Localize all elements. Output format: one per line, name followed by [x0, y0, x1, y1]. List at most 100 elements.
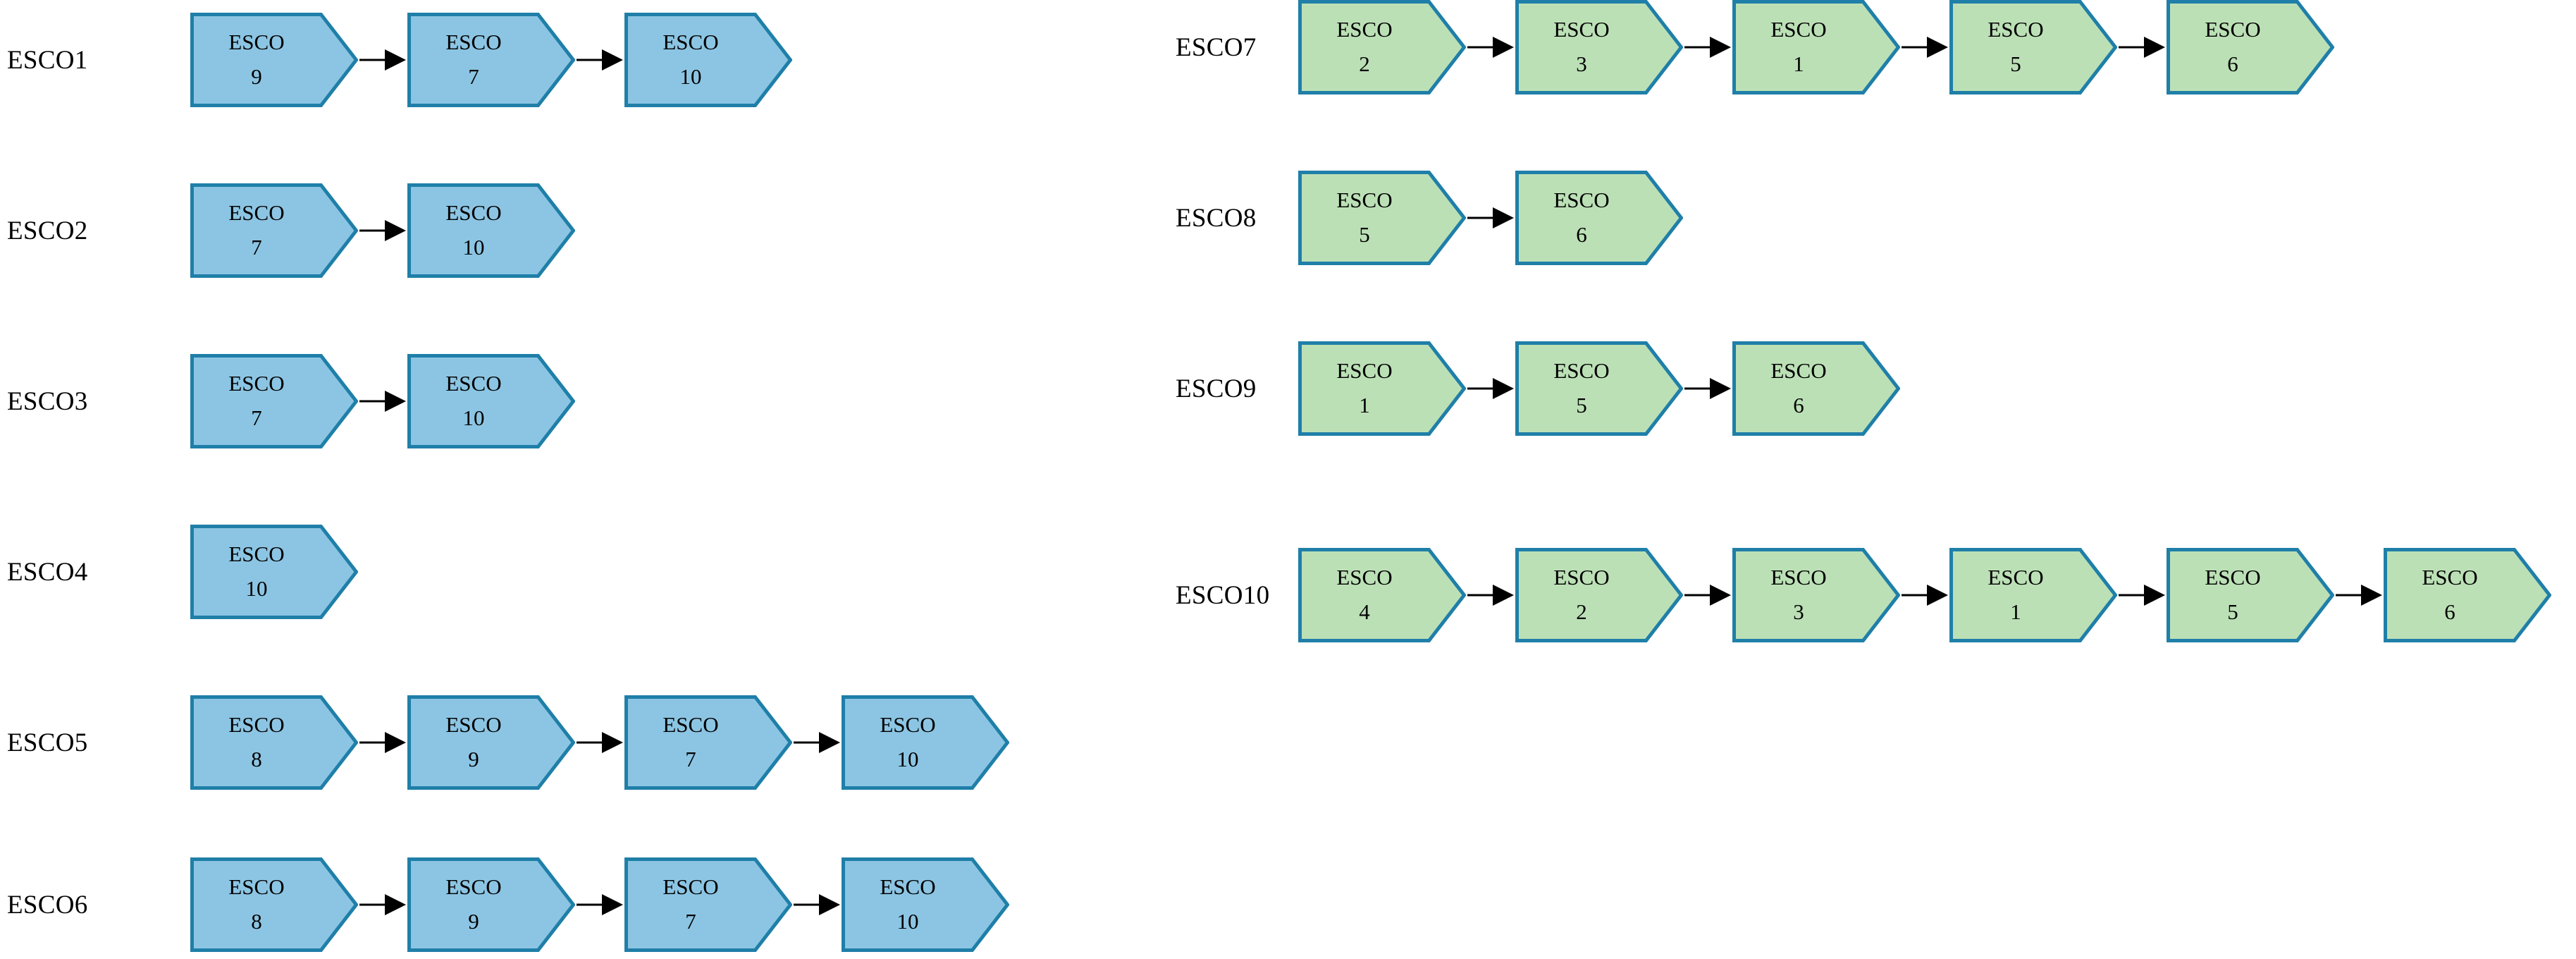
chevron-shape — [1515, 0, 1683, 94]
chevron-shape — [1515, 171, 1683, 265]
chevron-shape — [190, 354, 358, 448]
chevron-shape — [407, 13, 575, 107]
chevron-shape — [842, 695, 1009, 790]
flow-arrow — [1466, 548, 1515, 642]
arrow-connector-icon — [359, 732, 406, 753]
arrow-connector-icon — [577, 49, 623, 71]
chevron-shape — [1732, 548, 1900, 642]
chevron-shape — [2167, 0, 2334, 94]
arrow-connector-icon — [1467, 207, 1514, 228]
flow-arrow — [358, 695, 407, 790]
flow-arrow — [1900, 548, 1949, 642]
arrow-connector-icon — [1684, 378, 1731, 399]
chevron-shape — [1515, 341, 1683, 436]
flow-arrow — [2117, 548, 2167, 642]
flow-arrow — [792, 857, 842, 952]
flow-arrow — [1466, 0, 1515, 94]
sequence-row-label: ESCO1 — [7, 45, 88, 75]
arrow-connector-icon — [794, 894, 840, 915]
flow-arrow — [1683, 341, 1732, 436]
flow-arrow — [575, 857, 624, 952]
sequence-row-label: ESCO3 — [7, 386, 88, 416]
arrow-connector-icon — [1902, 585, 1948, 606]
arrow-connector-icon — [577, 732, 623, 753]
chevron-shape — [1298, 341, 1466, 436]
flow-arrow — [1683, 548, 1732, 642]
sequence-row-label: ESCO2 — [7, 216, 88, 245]
chevron-shape — [190, 183, 358, 278]
flow-arrow — [358, 857, 407, 952]
flow-arrow — [358, 13, 407, 107]
chevron-shape — [407, 354, 575, 448]
chevron-shape — [2167, 548, 2334, 642]
chevron-shape — [1949, 0, 2117, 94]
chevron-shape — [1732, 341, 1900, 436]
arrow-connector-icon — [1467, 37, 1514, 58]
chevron-shape — [624, 695, 792, 790]
flow-arrow — [1900, 0, 1949, 94]
arrow-connector-icon — [577, 894, 623, 915]
flow-arrow — [575, 695, 624, 790]
chevron-shape — [624, 13, 792, 107]
flow-arrow — [358, 183, 407, 278]
arrow-connector-icon — [359, 391, 406, 412]
chevron-shape — [190, 857, 358, 952]
flow-arrow — [1466, 171, 1515, 265]
chevron-shape — [190, 13, 358, 107]
sequence-row-label: ESCO9 — [1176, 374, 1257, 403]
sequence-row-label: ESCO6 — [7, 890, 88, 920]
flow-arrow — [358, 354, 407, 448]
chevron-shape — [190, 695, 358, 790]
arrow-connector-icon — [794, 732, 840, 753]
chevron-shape — [1298, 0, 1466, 94]
sequence-row-label: ESCO7 — [1176, 32, 1257, 62]
